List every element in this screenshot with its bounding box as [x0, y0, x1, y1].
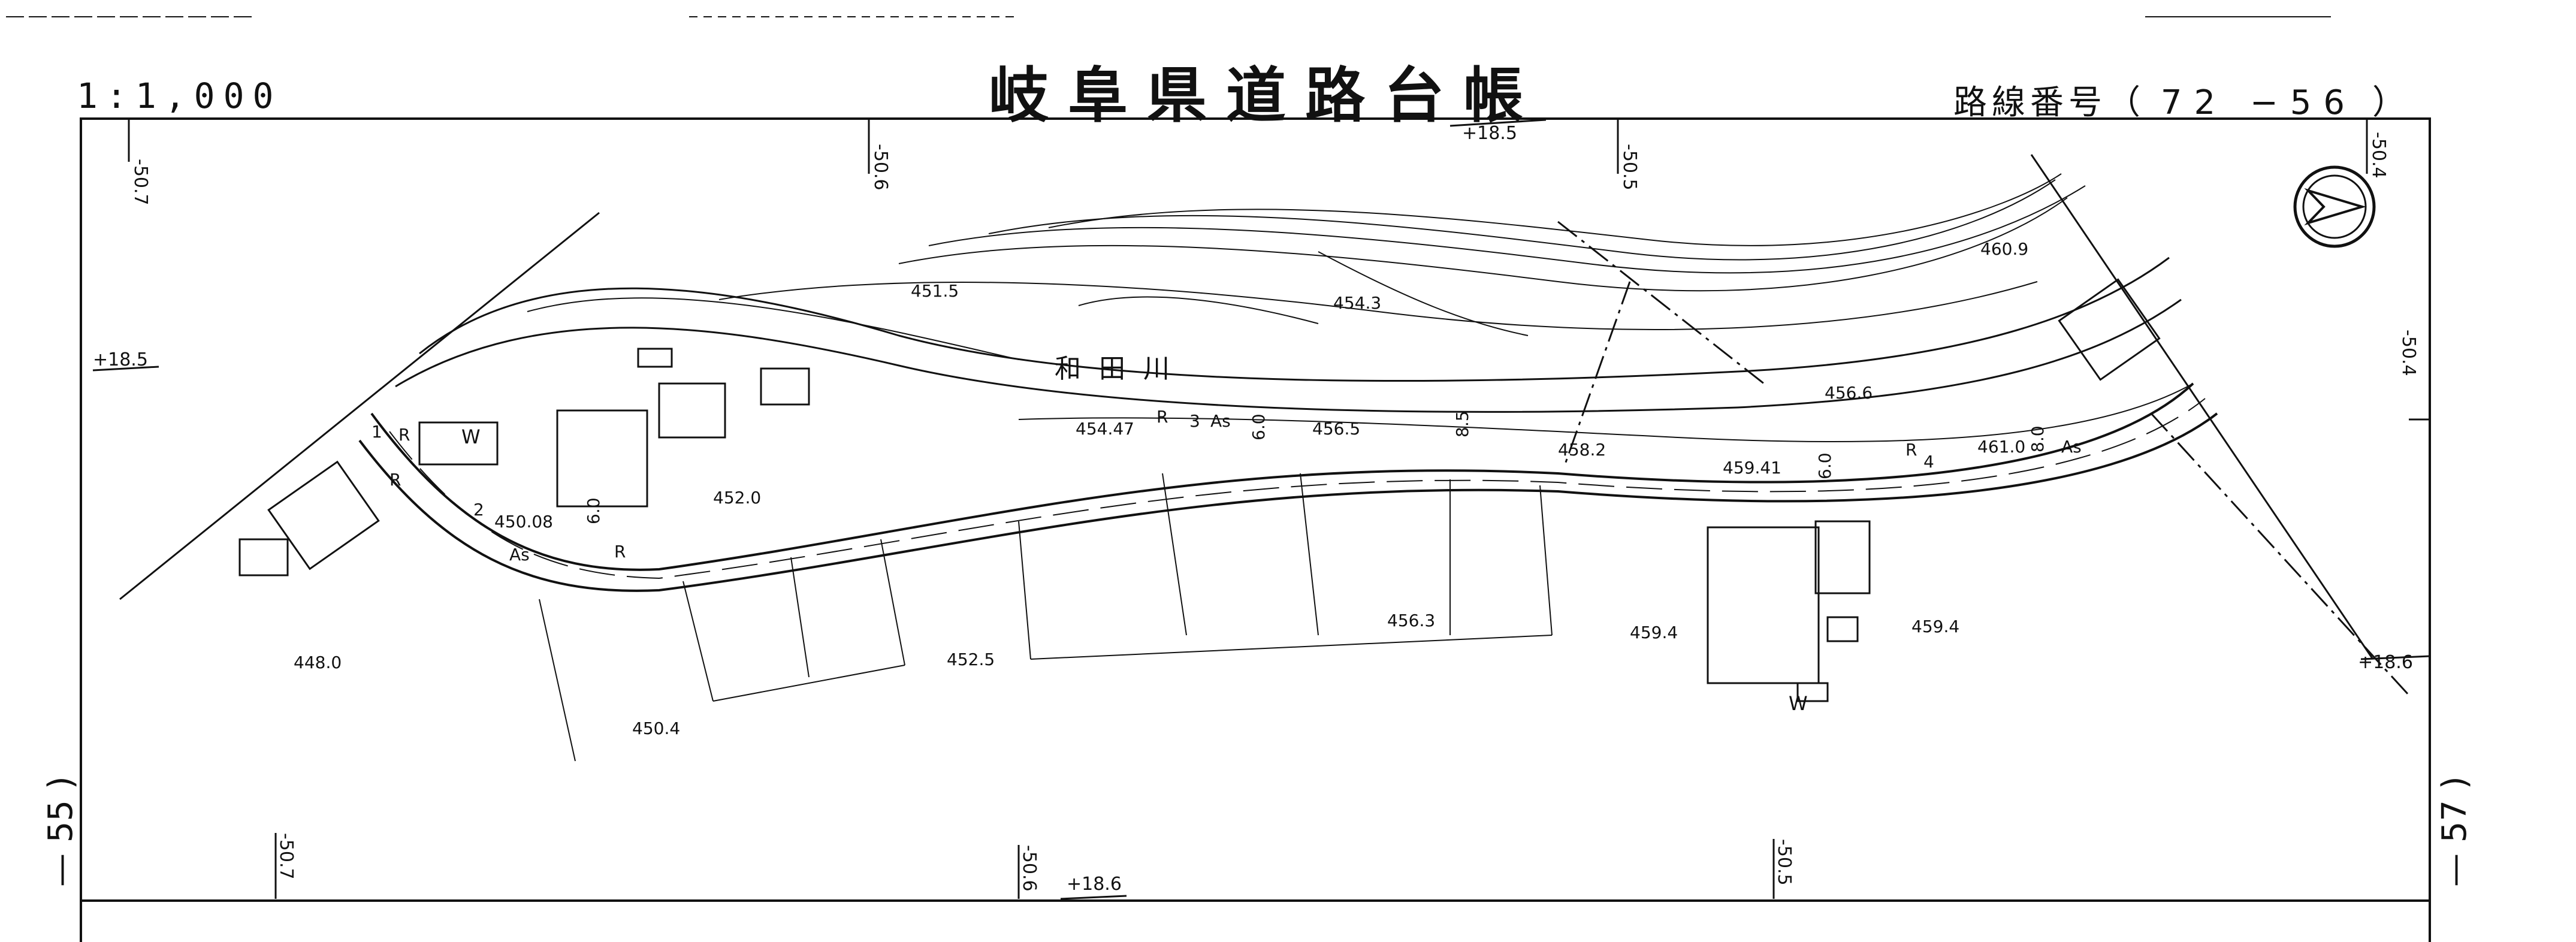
elevation-label: 454.47	[1076, 419, 1134, 439]
elevation-label: 452.5	[947, 650, 995, 669]
route-r: R	[389, 470, 401, 490]
grid-label-right: -50.4	[2398, 330, 2419, 376]
parcel-boundaries	[539, 473, 1553, 762]
grid-tick	[1060, 895, 1127, 900]
route-r: R	[614, 542, 626, 561]
boundary-line	[1563, 281, 1631, 468]
pavement-as: As	[1210, 411, 1231, 431]
grid-label-left: +18.5	[93, 349, 148, 370]
grid-label: -50.4	[2368, 132, 2389, 179]
road-width: 8.5	[1452, 410, 1472, 437]
elevation-label: 461.0	[1977, 437, 2025, 457]
boundary-line	[119, 212, 600, 600]
elevation-label: 452.0	[713, 488, 761, 508]
contour-lines	[718, 173, 2086, 336]
grid-tick	[92, 366, 159, 372]
route-close: ）	[2372, 83, 2411, 122]
grid-label-right-bottom: +18.6	[2358, 652, 2413, 673]
route-r-number: 1	[372, 422, 382, 442]
elevation-label: 459.4	[1630, 623, 1678, 642]
elevation-label: 460.9	[1980, 239, 2028, 259]
grid-label: -50.5	[1774, 839, 1795, 886]
road-width: 6.0	[584, 497, 603, 524]
route-r-number: 4	[1923, 452, 1934, 472]
elevation-label: 459.4	[1911, 617, 1959, 636]
grid-label: -50.7	[276, 833, 297, 880]
pavement-as: As	[2061, 437, 2082, 457]
elevation-label: 451.5	[911, 281, 959, 301]
grid-tick	[1449, 119, 1547, 127]
route-r: R	[398, 425, 410, 445]
road-width: 8.0	[2028, 425, 2047, 452]
boundary-line	[2150, 412, 2410, 696]
elevation-label: 454.3	[1333, 293, 1381, 313]
route-number: 路線番号（ 72 −56 ）	[1953, 76, 2411, 124]
grid-label: -50.7	[130, 159, 151, 206]
route-r-number: 2	[473, 500, 484, 520]
pavement-as: As	[509, 545, 530, 564]
symbol-w: W	[461, 425, 481, 448]
route-number-value: 72 −56	[2160, 83, 2357, 122]
elevation-label: 450.4	[632, 718, 680, 738]
route-r: R	[1156, 407, 1168, 427]
side-label-left: — 55 )	[41, 776, 80, 887]
boundary-line	[1557, 221, 1768, 388]
elevation-label: 448.0	[294, 653, 342, 672]
river-wadagawa	[395, 256, 2182, 413]
map-scale: 1:1,000	[77, 76, 282, 116]
elevation-label: 456.3	[1387, 611, 1435, 630]
elevation-label: 459.41	[1723, 458, 1781, 478]
road-width: 6.0	[1249, 413, 1269, 440]
side-label-right: — 57 )	[2435, 776, 2474, 887]
road-width: 6.0	[1815, 452, 1835, 479]
route-r: R	[1905, 440, 1917, 460]
grid-label: +18.5	[1462, 123, 1517, 144]
route-r-number: 3	[1189, 411, 1200, 431]
north-arrow-icon	[2293, 165, 2376, 248]
elevation-label: 458.2	[1558, 440, 1606, 460]
grid-label: +18.6	[1067, 874, 1122, 895]
road-route-72	[358, 382, 2218, 592]
elevation-label: 450.08	[494, 512, 553, 532]
map-frame	[80, 117, 2431, 902]
grid-label: -50.5	[1619, 144, 1640, 191]
boundary-line	[2030, 154, 2374, 660]
river-name: 和田川	[1055, 354, 1188, 384]
grid-label: -50.6	[870, 144, 891, 191]
grid-label: -50.6	[1019, 845, 1040, 892]
elevation-label: 456.6	[1825, 383, 1873, 403]
elevation-label: 456.5	[1312, 419, 1360, 439]
buildings	[238, 278, 2161, 702]
route-label: 路線番号（	[1953, 83, 2145, 122]
symbol-w: W	[1789, 692, 1808, 715]
